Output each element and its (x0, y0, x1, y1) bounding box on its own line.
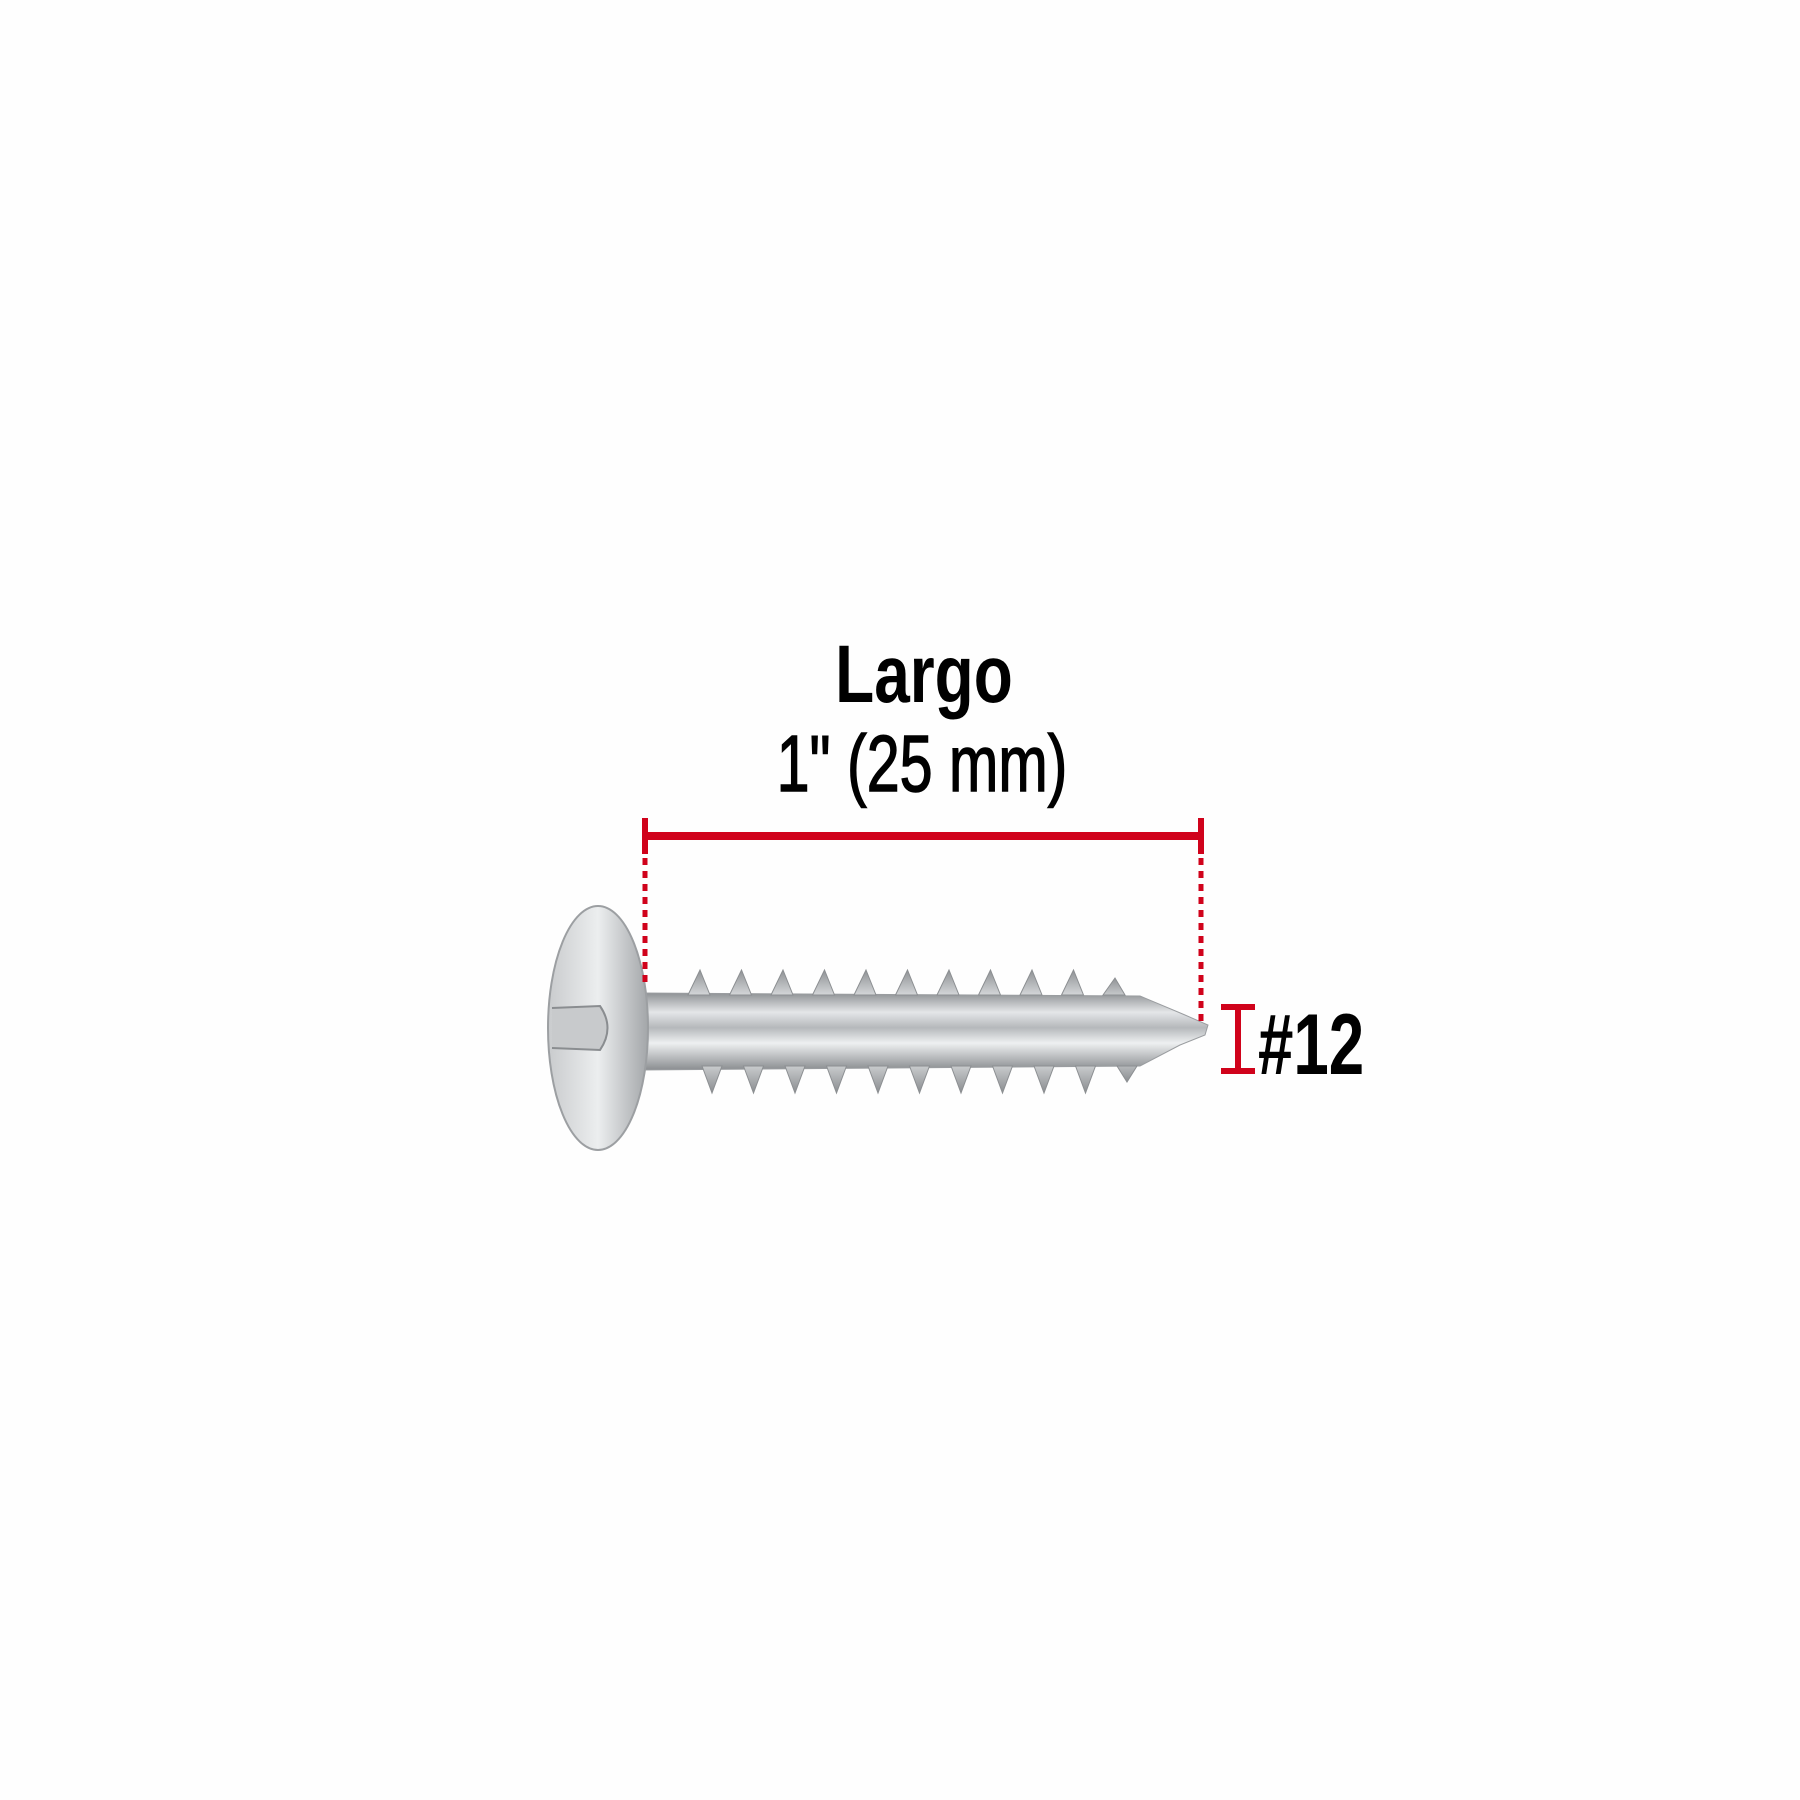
gauge-dimension (1221, 1004, 1255, 1074)
thread-crest (770, 968, 806, 1095)
thread-crest (728, 968, 765, 1095)
thread-crest (687, 968, 723, 1095)
thread-crest (977, 968, 1014, 1095)
screw-image (547, 905, 1209, 1151)
thread-crest (936, 968, 972, 1095)
length-tick-right (1198, 818, 1204, 854)
length-label: Largo (835, 629, 1013, 720)
length-bar (643, 832, 1203, 840)
length-tick-left (642, 818, 648, 854)
length-value: 1" (25 mm) (776, 718, 1068, 809)
length-dimension (642, 818, 1204, 1022)
thread-crest (1060, 968, 1097, 1095)
thread-crest (894, 968, 931, 1095)
thread-crest (1102, 977, 1138, 1083)
gauge-label: #12 (1258, 997, 1365, 1093)
thread-crest (811, 968, 848, 1095)
thread-crest (853, 968, 889, 1095)
thread-crest (1019, 968, 1055, 1095)
